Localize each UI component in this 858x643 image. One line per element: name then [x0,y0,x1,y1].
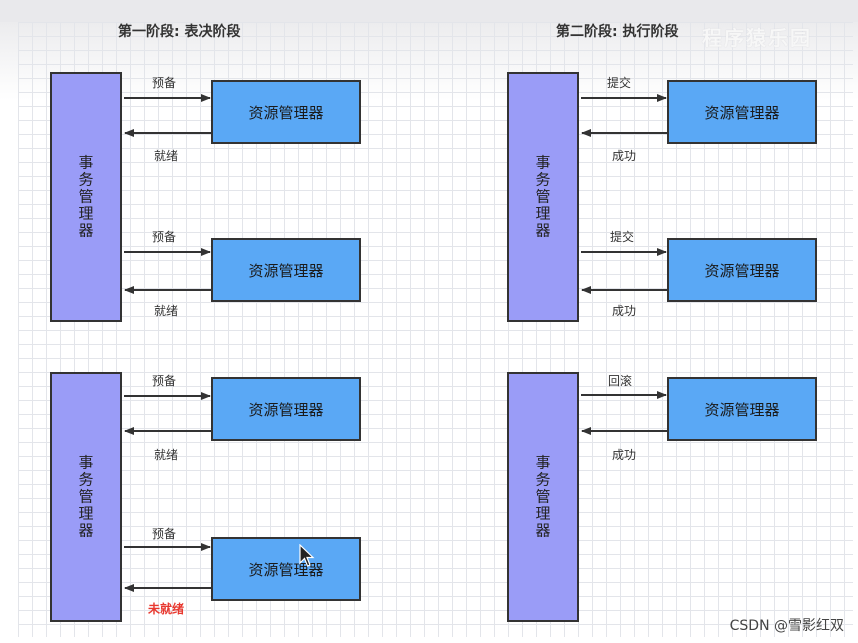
resource-manager-6: 资源管理器 [667,238,817,302]
resource-manager-2: 资源管理器 [211,238,361,302]
label-commit-1: 提交 [607,76,632,90]
resource-manager-3: 资源管理器 [211,377,361,441]
resource-manager-7: 资源管理器 [667,377,817,441]
resource-manager-4: 资源管理器 [211,537,361,601]
transaction-manager-phase2-bottom: 事务管理器 [507,372,579,622]
label-ready-1: 就绪 [154,149,179,163]
label-commit-2: 提交 [610,230,635,244]
transaction-manager-phase1-bottom: 事务管理器 [50,372,122,622]
logo-watermark: 程序猿乐园 [702,26,812,50]
transaction-manager-label: 事务管理器 [76,454,95,540]
label-ready-3: 就绪 [154,448,179,462]
phase1-title: 第一阶段: 表决阶段 [118,24,241,40]
transaction-manager-label: 事务管理器 [533,454,552,540]
mouse-cursor-icon [299,544,315,567]
label-rollback-1: 回滚 [608,374,633,388]
label-success-2: 成功 [612,304,637,318]
label-success-1: 成功 [612,149,637,163]
transaction-manager-phase2-top: 事务管理器 [507,72,579,322]
label-success-3: 成功 [612,448,637,462]
label-prepare-4: 预备 [152,527,177,541]
transaction-manager-phase1-top: 事务管理器 [50,72,122,322]
transaction-manager-label: 事务管理器 [76,154,95,240]
csdn-watermark: CSDN @雪影红双 [729,618,844,634]
resource-manager-1: 资源管理器 [211,80,361,144]
top-bar [0,0,858,22]
phase2-title: 第二阶段: 执行阶段 [556,24,679,40]
transaction-manager-label: 事务管理器 [533,154,552,240]
label-prepare-2: 预备 [152,230,177,244]
label-ready-2: 就绪 [154,304,179,318]
label-prepare-1: 预备 [152,76,177,90]
label-not-ready-4: 未就绪 [148,602,185,616]
label-prepare-3: 预备 [152,374,177,388]
resource-manager-5: 资源管理器 [667,80,817,144]
